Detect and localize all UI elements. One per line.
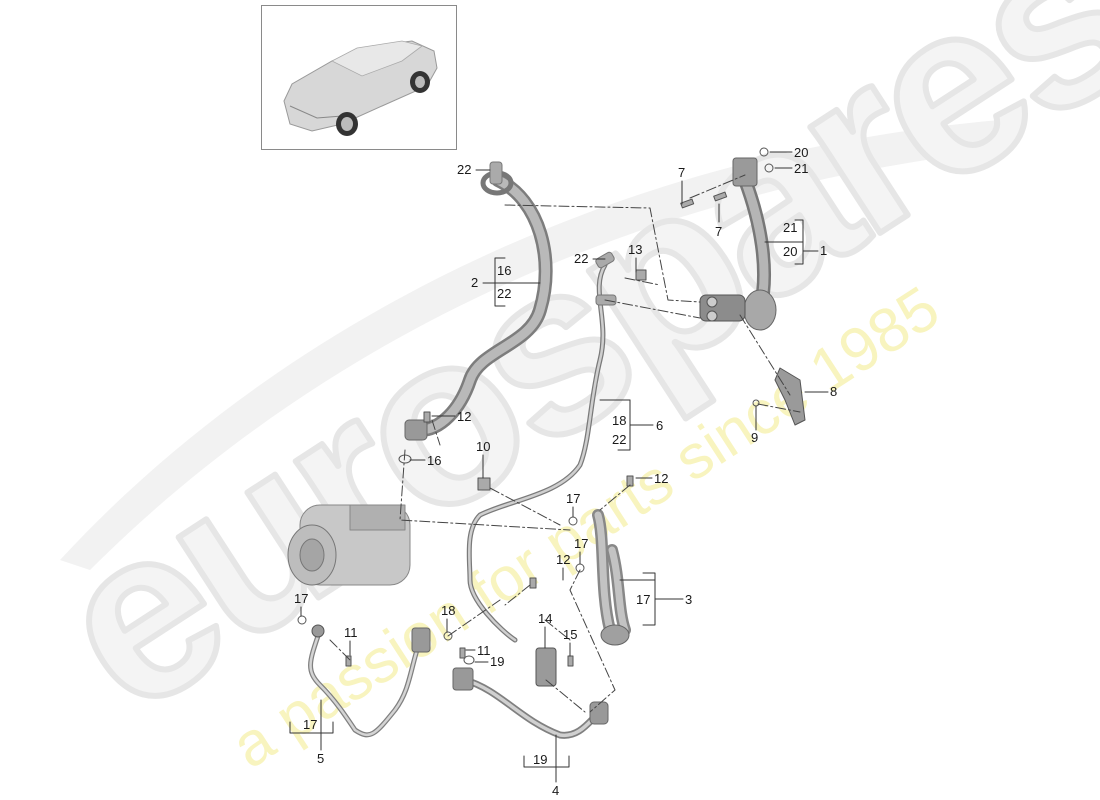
- callout-19[interactable]: 19: [533, 752, 548, 767]
- callout-16[interactable]: 16: [427, 453, 442, 468]
- line-5: [308, 627, 423, 738]
- callout-6[interactable]: 6: [656, 418, 664, 433]
- callout-22[interactable]: 22: [497, 286, 512, 301]
- callout-17[interactable]: 17: [294, 591, 309, 606]
- callout-19[interactable]: 19: [490, 654, 505, 669]
- callout-9[interactable]: 9: [751, 430, 759, 445]
- callout-22[interactable]: 22: [457, 162, 472, 177]
- callout-12[interactable]: 12: [556, 552, 571, 567]
- callout-4[interactable]: 4: [552, 783, 560, 798]
- callout-11[interactable]: 11: [344, 625, 358, 640]
- callout-12[interactable]: 12: [654, 471, 669, 486]
- callout-20[interactable]: 20: [794, 145, 809, 160]
- callout-15[interactable]: 15: [563, 627, 578, 642]
- callout-14[interactable]: 14: [538, 611, 553, 626]
- callout-11[interactable]: 11: [477, 643, 491, 658]
- compressor: [287, 504, 411, 586]
- callout-8[interactable]: 8: [830, 384, 838, 399]
- callout-3[interactable]: 3: [685, 592, 693, 607]
- car-icon: [283, 40, 438, 136]
- callout-16[interactable]: 16: [497, 263, 512, 278]
- callout-21[interactable]: 21: [794, 161, 809, 176]
- callout-22[interactable]: 22: [574, 251, 589, 266]
- callout-5[interactable]: 5: [317, 751, 325, 766]
- hose-2: [413, 173, 553, 437]
- callout-21[interactable]: 21: [783, 220, 798, 235]
- callout-17[interactable]: 17: [636, 592, 651, 607]
- callout-12[interactable]: 12: [457, 409, 472, 424]
- callout-13[interactable]: 13: [628, 242, 643, 257]
- callout-10[interactable]: 10: [476, 439, 491, 454]
- callout-18[interactable]: 18: [612, 413, 627, 428]
- callout-22[interactable]: 22: [612, 432, 627, 447]
- callout-7[interactable]: 7: [715, 224, 723, 239]
- callout-7[interactable]: 7: [678, 165, 686, 180]
- callout-20[interactable]: 20: [783, 244, 798, 259]
- callout-1[interactable]: 1: [820, 243, 828, 258]
- callout-17[interactable]: 17: [303, 717, 318, 732]
- vehicle-thumbnail[interactable]: [261, 5, 457, 150]
- callout-18[interactable]: 18: [441, 603, 456, 618]
- callout-17[interactable]: 17: [574, 536, 589, 551]
- callout-17[interactable]: 17: [566, 491, 581, 506]
- callout-2[interactable]: 2: [471, 275, 479, 290]
